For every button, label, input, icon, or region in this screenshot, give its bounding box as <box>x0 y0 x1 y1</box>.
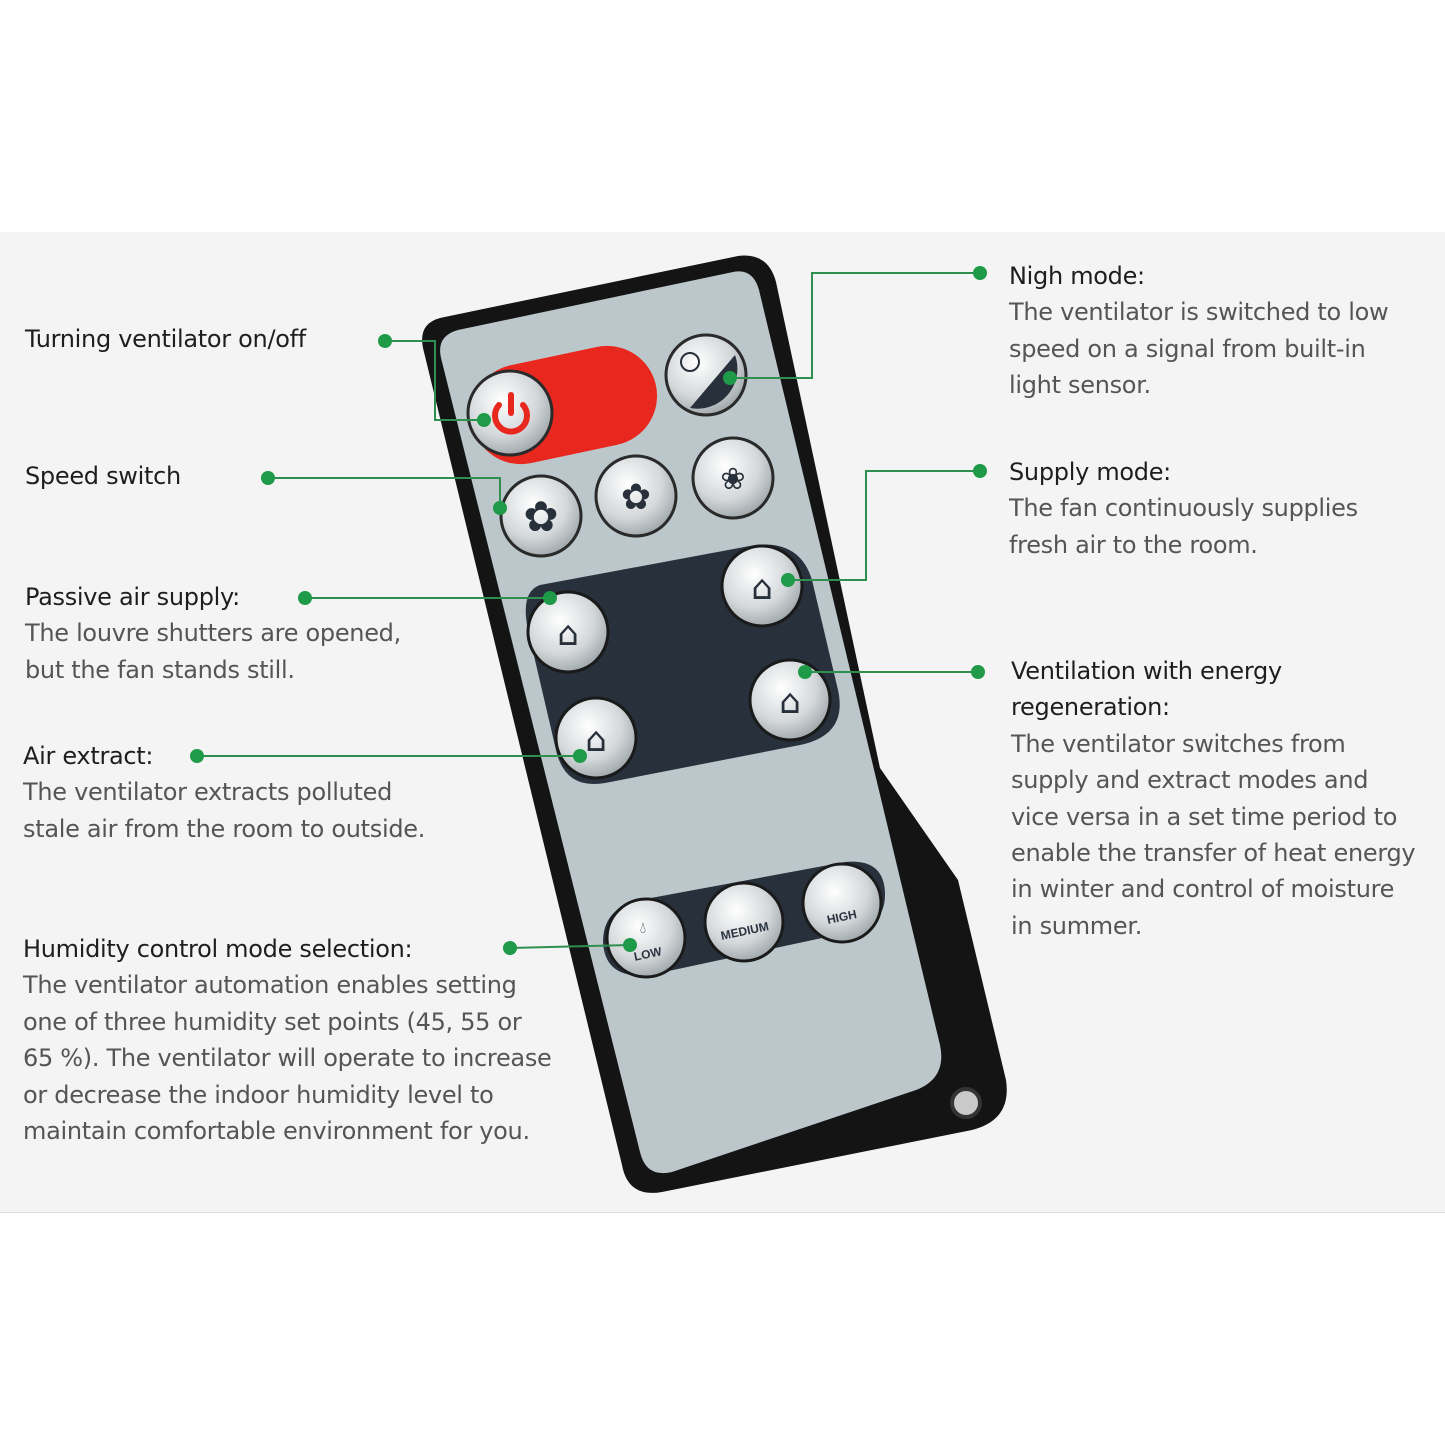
annotation-desc-line: maintain comfortable environment for you… <box>23 1117 530 1146</box>
annotation-desc-line: light sensor. <box>1009 371 1151 400</box>
annotation-title: Nigh mode: <box>1009 262 1145 290</box>
annotation-desc-line: The louvre shutters are opened, <box>25 619 401 648</box>
annotation-title: Humidity control mode selection: <box>23 935 413 963</box>
annotation-title: regeneration: <box>1011 693 1170 722</box>
humidity-low-label: LOW <box>633 944 664 964</box>
annotation-title: Turning ventilator on/off <box>25 325 306 353</box>
annotation-passive: Passive air supply: The louvre shutters … <box>25 579 401 688</box>
humidity-high-button[interactable]: HIGH <box>801 862 883 944</box>
house-icon: ⌂ <box>751 568 773 608</box>
air-extract-button[interactable]: ⌂ <box>554 696 638 780</box>
speed-high-button[interactable]: ✿ <box>499 474 583 558</box>
humidity-medium-button[interactable]: MEDIUM <box>703 881 785 963</box>
annotation-desc-line: The ventilator is switched to low <box>1009 298 1389 327</box>
annotation-desc-line: one of three humidity set points (45, 55… <box>23 1007 522 1036</box>
sun-icon <box>680 352 700 372</box>
annotation-desc-line: The ventilator extracts polluted <box>23 778 393 807</box>
regeneration-button[interactable]: ⌂ <box>748 658 832 742</box>
annotation-regeneration: Ventilation with energy regeneration: Th… <box>1011 653 1416 944</box>
humidity-low-button[interactable]: 💧︎ LOW <box>605 897 687 979</box>
annotation-night: Nigh mode: The ventilator is switched to… <box>1009 258 1389 404</box>
annotation-title: Supply mode: <box>1009 458 1171 486</box>
humidity-high-label: HIGH <box>826 907 858 927</box>
drop-icon: 💧︎ <box>640 918 646 937</box>
annotation-desc-line: The ventilator switches from <box>1011 729 1346 758</box>
power-icon <box>492 392 530 435</box>
leader-lines <box>197 272 980 949</box>
lanyard-hole <box>950 1087 982 1119</box>
speed-low-button[interactable]: ❀ <box>691 436 775 520</box>
fan-icon: ✿ <box>621 477 651 518</box>
annotation-desc-line: speed on a signal from built-in <box>1009 334 1366 363</box>
house-icon: ⌂ <box>779 682 801 722</box>
power-button[interactable] <box>466 369 554 457</box>
annotation-desc-line: in winter and control of moisture <box>1011 875 1395 904</box>
annotation-on-off: Turning ventilator on/off <box>25 321 306 357</box>
moon-icon <box>690 355 738 409</box>
annotation-desc-line: but the fan stands still. <box>25 655 295 684</box>
passive-supply-button[interactable]: ⌂ <box>526 590 610 674</box>
supply-mode-button[interactable]: ⌂ <box>720 544 804 628</box>
leader-dots <box>190 266 987 955</box>
annotation-title: Ventilation with energy <box>1011 657 1282 685</box>
fan-icon: ✿ <box>523 492 558 541</box>
annotation-supply: Supply mode: The fan continuously suppli… <box>1009 454 1358 563</box>
annotation-desc-line: enable the transfer of heat energy <box>1011 839 1416 868</box>
fan-icon: ❀ <box>720 462 745 497</box>
annotation-title: Speed switch <box>25 462 181 490</box>
annotation-desc-line: stale air from the room to outside. <box>23 814 426 843</box>
night-mode-button[interactable] <box>664 333 748 417</box>
annotation-title: Air extract: <box>23 742 154 770</box>
annotation-desc-line: in summer. <box>1011 911 1143 940</box>
annotation-desc-line: vice versa in a set time period to <box>1011 802 1398 831</box>
annotation-humidity: Humidity control mode selection: The ven… <box>23 931 552 1149</box>
annotation-desc-line: supply and extract modes and <box>1011 766 1369 795</box>
annotation-desc-line: The fan continuously supplies <box>1009 494 1358 523</box>
annotation-speed: Speed switch <box>25 458 181 494</box>
annotation-desc-line: 65 %). The ventilator will operate to in… <box>23 1044 552 1073</box>
speed-medium-button[interactable]: ✿ <box>594 454 678 538</box>
annotation-extract: Air extract: The ventilator extracts pol… <box>23 738 425 847</box>
annotation-desc-line: or decrease the indoor humidity level to <box>23 1080 494 1109</box>
annotation-desc-line: The ventilator automation enables settin… <box>23 971 517 1000</box>
annotation-title: Passive air supply: <box>25 583 240 611</box>
house-icon: ⌂ <box>585 720 607 760</box>
house-icon: ⌂ <box>557 614 579 654</box>
annotation-desc-line: fresh air to the room. <box>1009 530 1258 559</box>
